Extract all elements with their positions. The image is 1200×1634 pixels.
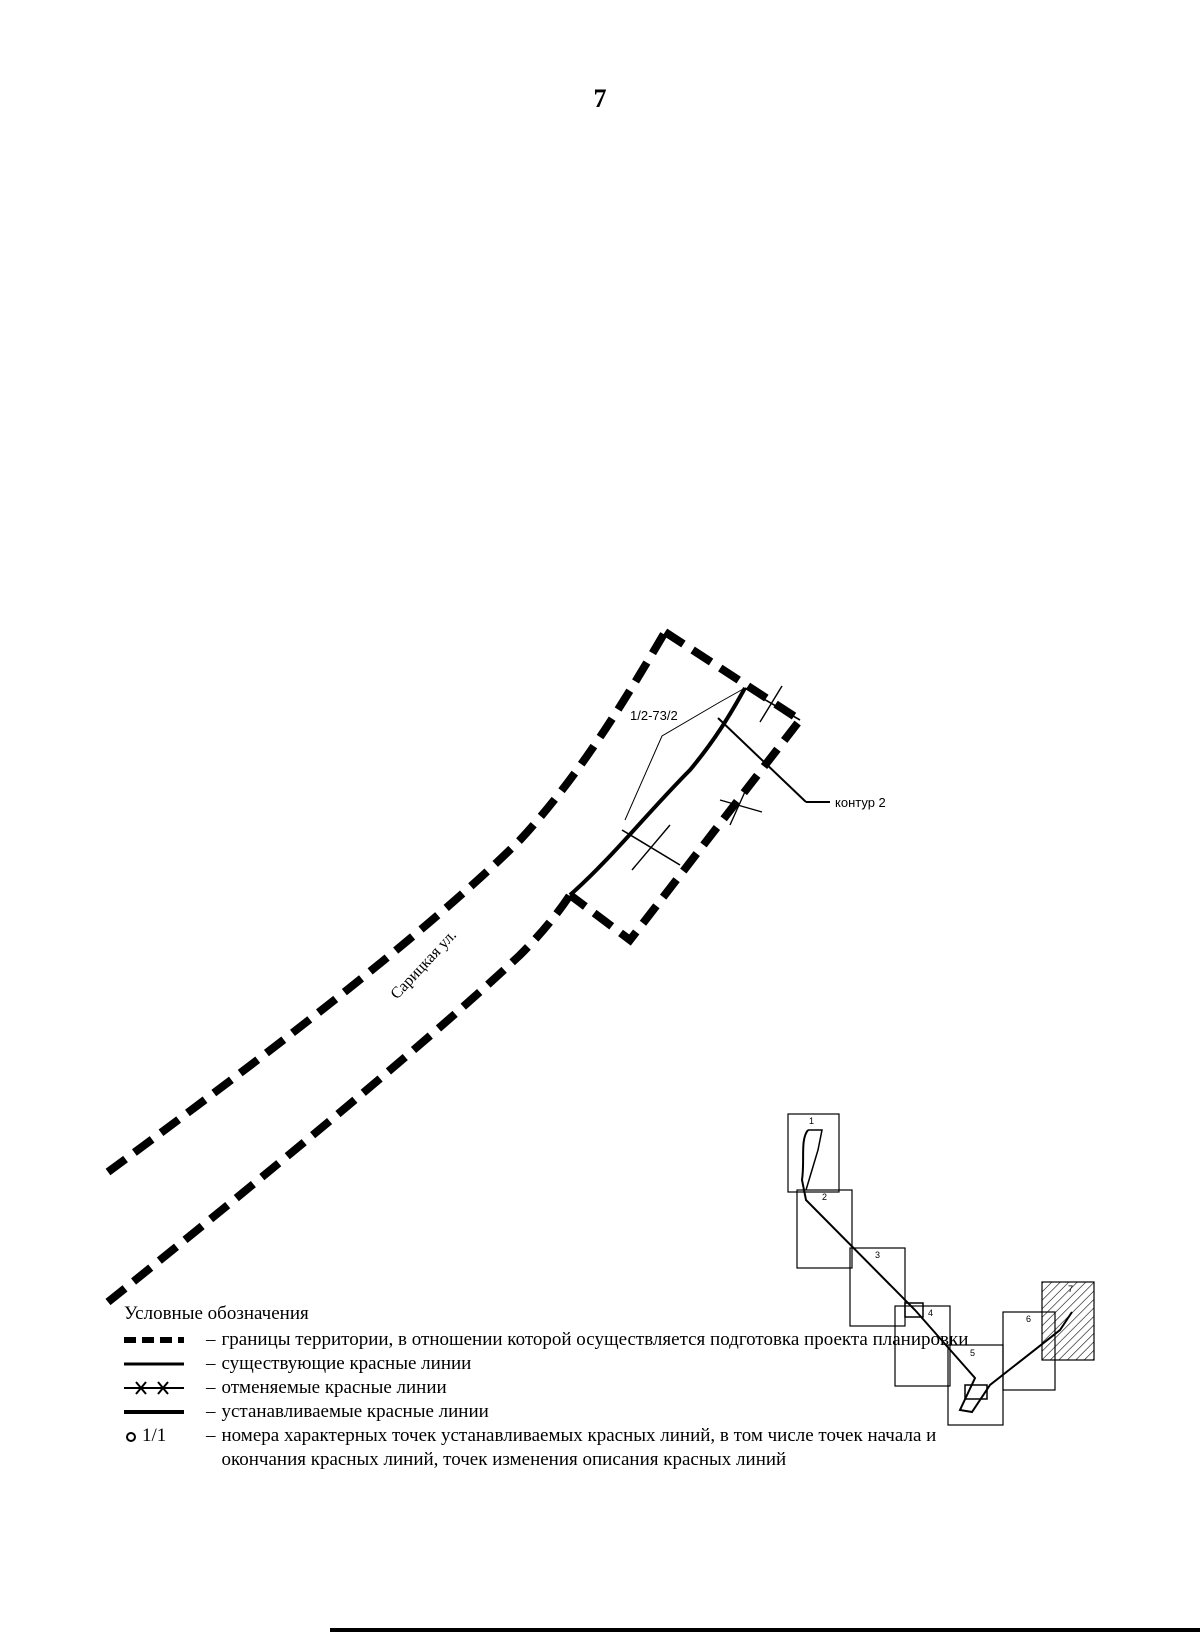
index-sheet-label: 7	[1068, 1284, 1073, 1294]
street-label: Сарицкая ул.	[387, 927, 460, 1003]
index-sheet-label: 1	[809, 1116, 814, 1126]
index-map: 1 2 3 4 5 6 7	[787, 1113, 1095, 1426]
point-label: 1/2-73/2	[630, 708, 678, 723]
index-sheet-label: 3	[875, 1250, 880, 1260]
territory-boundary-symbol	[124, 1328, 206, 1352]
index-route	[800, 1129, 1073, 1414]
index-route-node	[964, 1384, 988, 1400]
legend-text: устанавливаемые красные линии	[221, 1401, 489, 1422]
index-sheet-7	[1041, 1281, 1095, 1361]
cancelled-red-line	[744, 687, 801, 721]
legend-dash: –	[206, 1377, 216, 1398]
legend-item-point-number: 1/1 – номера характерных точек устанавли…	[124, 1424, 1004, 1472]
legend-dash: –	[206, 1329, 216, 1350]
index-sheet-label: 4	[928, 1308, 933, 1318]
legend: Условные обозначения – границы территори…	[124, 1302, 1004, 1472]
territory-boundary-plot	[567, 628, 806, 946]
contour-leader	[717, 717, 807, 803]
point-number-sample: 1/1	[142, 1425, 167, 1446]
legend-title: Условные обозначения	[124, 1303, 309, 1324]
legend-text: номера характерных точек устанавливаемых…	[221, 1425, 937, 1470]
index-route-outline	[805, 1129, 823, 1191]
cancel-cross	[631, 824, 671, 871]
legend-dash: –	[206, 1401, 216, 1422]
legend-item-established-red-line: – устанавливаемые красные линии	[124, 1400, 1004, 1424]
index-sheet-label: 6	[1026, 1314, 1031, 1324]
cancel-cross	[719, 799, 763, 813]
bottom-rule	[330, 1628, 1200, 1632]
territory-boundary-lower	[105, 892, 574, 1306]
legend-item-territory-boundary: – границы территории, в отношении которо…	[124, 1328, 1004, 1352]
index-sheet-label: 2	[822, 1192, 827, 1202]
index-sheet-2	[796, 1189, 853, 1269]
page-number: 7	[593, 84, 607, 113]
cancelled-red-line-symbol	[124, 1376, 206, 1400]
cancel-cross	[729, 784, 749, 826]
point-number-symbol: 1/1	[124, 1424, 206, 1448]
cancel-cross	[759, 685, 783, 723]
legend-text: существующие красные линии	[221, 1353, 472, 1374]
legend-dash: –	[206, 1425, 216, 1446]
legend-text: границы территории, в отношении которой …	[221, 1329, 969, 1350]
point-leader	[624, 687, 746, 821]
legend-text: отменяемые красные линии	[221, 1377, 447, 1398]
legend-item-existing-red-line: – существующие красные линии	[124, 1352, 1004, 1376]
contour-label: контур 2	[835, 795, 886, 810]
index-sheet-1	[787, 1113, 840, 1193]
legend-item-cancelled-red-line: – отменяемые красные линии	[124, 1376, 1004, 1400]
index-route-node	[904, 1302, 924, 1318]
index-sheet-3	[849, 1247, 906, 1327]
existing-red-line-symbol	[124, 1352, 206, 1376]
territory-boundary-upper	[105, 629, 669, 1176]
established-red-line-symbol	[124, 1400, 206, 1424]
index-sheet-label: 5	[970, 1348, 975, 1358]
legend-dash: –	[206, 1353, 216, 1374]
existing-red-line	[568, 687, 747, 897]
